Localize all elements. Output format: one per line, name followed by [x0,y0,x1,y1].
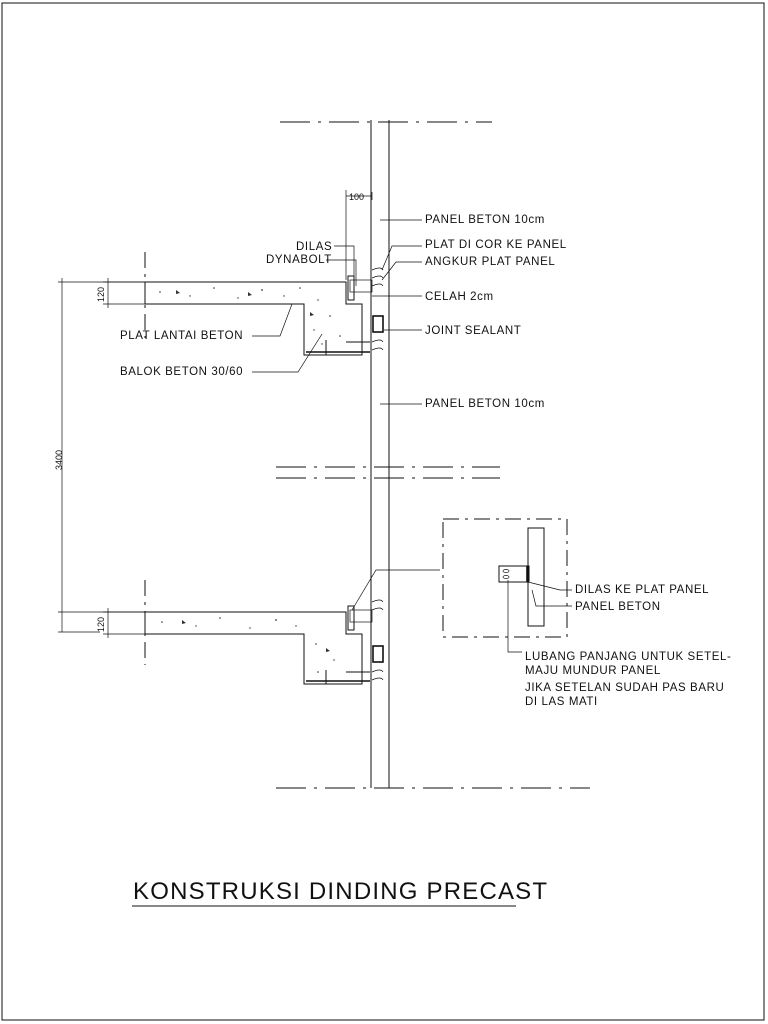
dim-120-top: 120 [96,287,106,302]
label-panel-beton-detail: PANEL BETON [575,601,661,613]
label-dilas-ke-plat-panel: DILAS KE PLAT PANEL [575,584,709,596]
label-joint-sealant: JOINT SEALANT [425,325,521,337]
note-line-4: DI LAS MATI [525,696,598,708]
label-dynabolt: DYNABOLT [266,254,332,266]
note-line-1: LUBANG PANJANG UNTUK SETEL- [525,651,731,663]
lower-slab-beam [144,599,384,685]
label-panel-beton-mid: PANEL BETON 10cm [425,398,545,410]
note-line-2: MAJU MUNDUR PANEL [525,665,661,677]
dim-3400: 3400 [54,450,64,470]
leader-lines [252,219,440,611]
precast-panel [370,120,390,788]
dim-100: 100 [349,192,364,202]
label-plat-lantai-beton: PLAT LANTAI BETON [120,330,243,342]
detail-box [442,518,572,653]
label-panel-beton-top: PANEL BETON 10cm [425,214,545,226]
label-balok-beton: BALOK BETON 30/60 [120,366,243,378]
dim-120-bottom: 120 [96,617,106,632]
dimensions [58,190,373,638]
label-celah: CELAH 2cm [425,291,494,303]
note-line-3: JIKA SETELAN SUDAH PAS BARU [525,682,724,694]
concrete-hatch-lower [161,617,335,673]
upper-slab-beam [144,267,384,356]
label-angkur-plat-panel: ANGKUR PLAT PANEL [425,256,555,268]
concrete-hatch-upper [159,287,341,345]
label-plat-di-cor: PLAT DI COR KE PANEL [425,239,567,251]
drawing-title: KONSTRUKSI DINDING PRECAST [133,878,548,905]
label-dilas: DILAS [296,241,332,253]
